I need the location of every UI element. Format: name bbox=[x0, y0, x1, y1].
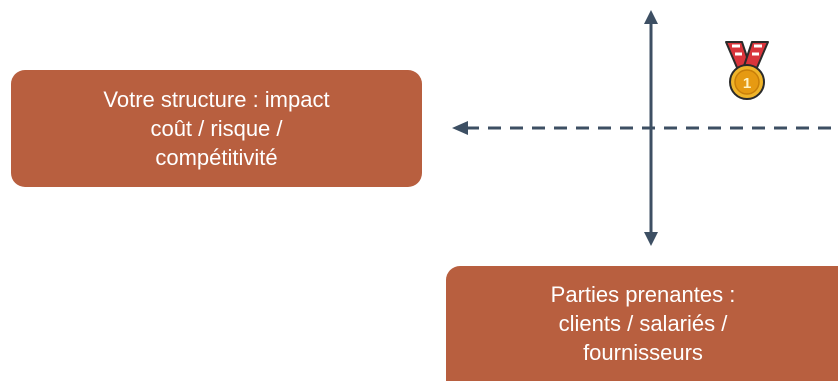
left-box-line-1: Votre structure : impact bbox=[103, 87, 330, 112]
vertical-axis-bottom-arrowhead bbox=[644, 232, 658, 246]
medal-number: 1 bbox=[743, 75, 751, 92]
left-box-structure: Votre structure : impact coût / risque /… bbox=[11, 70, 422, 187]
bottom-box-line-2: clients / salariés / bbox=[558, 311, 728, 336]
vertical-axis-top-arrowhead bbox=[644, 10, 658, 24]
bottom-box-line-1: Parties prenantes : bbox=[550, 282, 736, 307]
first-place-medal-icon: 1 bbox=[725, 41, 769, 100]
horizontal-axis-left-arrowhead bbox=[452, 121, 468, 135]
left-box-line-3: compétitivité bbox=[155, 145, 278, 170]
left-box-line-2: coût / risque / bbox=[150, 116, 283, 141]
bottom-box-stakeholders: Parties prenantes : clients / salariés /… bbox=[446, 266, 838, 381]
bottom-box-line-3: fournisseurs bbox=[583, 340, 703, 365]
